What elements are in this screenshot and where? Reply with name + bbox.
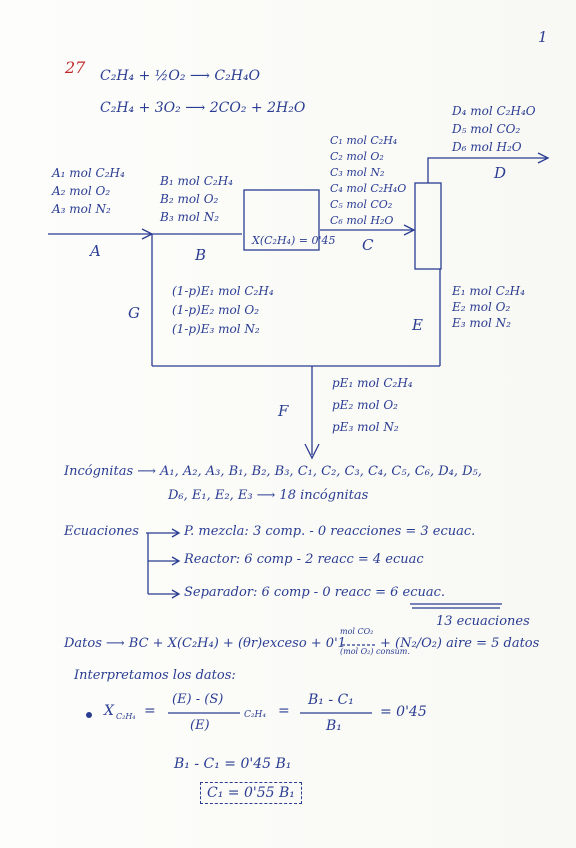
stream-g-label: G (128, 304, 140, 322)
stream-a-label: A (90, 242, 101, 260)
fraction1-denominator: (E) (190, 718, 210, 733)
stream-b-line-1: B₁ mol C₂H₄ (160, 174, 233, 188)
conversion-lhs: X (104, 703, 114, 719)
equations-reactor: Reactor: 6 comp - 2 reacc = 4 ecuac (184, 552, 424, 567)
data-line-tail: + (N₂/O₂) aire = 5 datos (380, 636, 540, 651)
stream-c-line-4: C₄ mol C₂H₄O (330, 182, 407, 195)
step-equation: B₁ - C₁ = 0'45 B₁ (174, 756, 292, 772)
fraction2-denominator: B₁ (326, 718, 342, 734)
fraction1-numerator: (E) - (S) (172, 692, 224, 707)
equations-total: 13 ecuaciones (436, 614, 530, 629)
data-fraction-bottom: (mol O₂) consum. (340, 647, 410, 656)
data-line-main: Datos ⟶ BC + X(C₂H₄) + (θr)exceso + 0'1 (64, 636, 346, 651)
stream-f-label: F (278, 402, 289, 420)
stream-d-line-3: D₆ mol H₂O (452, 140, 522, 154)
reactor-box (243, 189, 320, 251)
arrow-head-icon (304, 443, 320, 460)
stream-e-label: E (412, 316, 423, 334)
stream-c-line-2: C₂ mol O₂ (330, 150, 384, 163)
conversion-species: C₂H₄ (244, 710, 266, 720)
conversion-lhs-sub: C₂H₄ (116, 712, 136, 721)
arrow-head-icon (403, 224, 416, 236)
stream-e-line-1: E₁ mol C₂H₄ (452, 284, 525, 298)
interpret-heading: Interpretamos los datos: (74, 668, 236, 683)
stream-d-line-1: D₄ mol C₂H₄O (452, 104, 536, 118)
reactor-conversion-label: X(C₂H₄) = 0'45 (252, 234, 336, 247)
equations-mixer: P. mezcla: 3 comp. - 0 reacciones = 3 ec… (184, 524, 476, 539)
unknowns-line-2: D₆, E₁, E₂, E₃ ⟶ 18 incógnitas (168, 488, 369, 503)
equals-sign: = (144, 703, 156, 719)
stream-b-label: B (195, 246, 207, 264)
stream-e-line-3: E₃ mol N₂ (452, 316, 511, 330)
equations-separator: Separador: 6 comp - 0 reacc = 6 ecuac. (184, 585, 446, 600)
stream-a-line-1: A₁ mol C₂H₄ (52, 166, 125, 180)
stream-c-label: C (362, 236, 374, 254)
page-number: 1 (538, 28, 548, 46)
arrow-head-icon (537, 152, 550, 164)
stream-g-line-3: (1-p)E₃ mol N₂ (172, 322, 260, 336)
equations-label: Ecuaciones (64, 524, 139, 539)
stream-c-line-3: C₃ mol N₂ (330, 166, 385, 179)
fraction2-numerator: B₁ - C₁ (308, 692, 354, 708)
conversion-result: = 0'45 (380, 704, 427, 720)
bullet-point (86, 712, 92, 718)
unknowns-line-1: Incógnitas ⟶ A₁, A₂, A₃, B₁, B₂, B₃, C₁,… (64, 464, 482, 479)
reaction-2: C₂H₄ + 3O₂ ⟶ 2CO₂ + 2H₂O (100, 100, 306, 116)
stream-g-line-1: (1-p)E₁ mol C₂H₄ (172, 284, 274, 298)
stream-d-line (427, 157, 548, 183)
stream-c-line-5: C₅ mol CO₂ (330, 198, 393, 211)
stream-d-label: D (494, 164, 507, 182)
result-boxed: C₁ = 0'55 B₁ (200, 782, 302, 804)
problem-number: 27 (65, 58, 86, 77)
reaction-1: C₂H₄ + ½O₂ ⟶ C₂H₄O (100, 68, 261, 84)
equals-sign-2: = (278, 703, 290, 719)
stream-e-line-2: E₂ mol O₂ (452, 300, 511, 314)
stream-a-line-2: A₂ mol O₂ (52, 184, 111, 198)
data-fraction-top: mol CO₂ (340, 627, 374, 636)
stream-d-line-2: D₅ mol CO₂ (452, 122, 521, 136)
stream-a-line-3: A₃ mol N₂ (52, 202, 111, 216)
stream-c-line-1: C₁ mol C₂H₄ (330, 134, 398, 147)
stream-f-line-3: pE₃ mol N₂ (332, 420, 399, 434)
stream-f-line-2: pE₂ mol O₂ (332, 398, 398, 412)
separator-box (414, 182, 442, 270)
stream-c-line-6: C₆ mol H₂O (330, 214, 394, 227)
stream-g-line-2: (1-p)E₂ mol O₂ (172, 303, 260, 317)
stream-b-line-2: B₂ mol O₂ (160, 192, 219, 206)
stream-f-line-1: pE₁ mol C₂H₄ (332, 376, 413, 390)
stream-b-line-3: B₃ mol N₂ (160, 210, 220, 224)
